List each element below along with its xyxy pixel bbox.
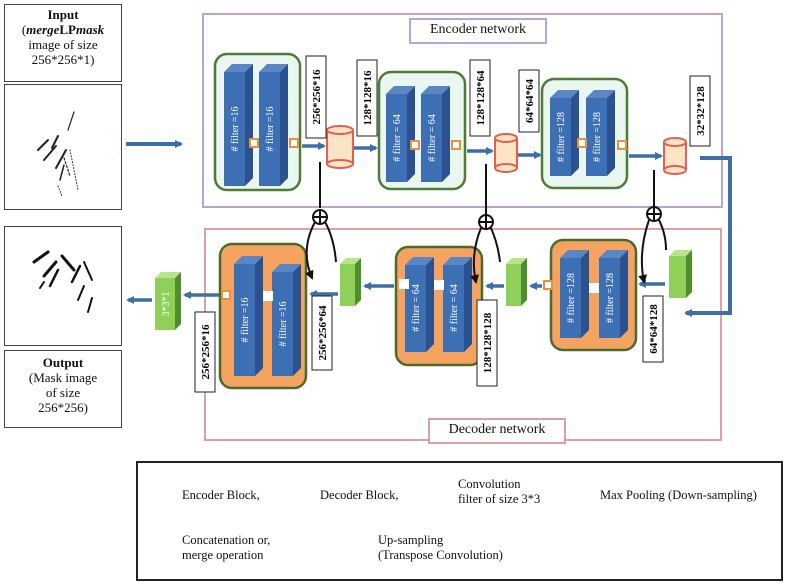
max-pool-3 <box>663 137 687 175</box>
output-line2: (Mask image <box>28 370 98 385</box>
decoder-size-256x256x64: 256*256*64 <box>317 305 329 361</box>
decoder-size-labels: 64*64*128 128*128*128 256*256*64 256*256… <box>194 295 664 393</box>
encoder-3-filter-a: # filter =128 <box>556 112 567 162</box>
encoder-2-filter-a: # filter = 64 <box>392 114 403 162</box>
encoder-block-3: # filter =128 # filter =128 <box>540 77 629 190</box>
decoder-3-filter-b: # filter =16 <box>278 301 289 346</box>
decoder-1-filter-a: # filter =128 <box>566 273 577 323</box>
input-caption: Input (mergeLPmask image of size 256*256… <box>4 4 122 82</box>
encoder-block-2: # filter = 64 # filter = 64 <box>377 70 467 191</box>
legend-maxpool-label: Max Pooling (Down-sampling) <box>600 488 757 502</box>
encoder-size-labels: 256*256*16 128*128*16 128*128*64 64*64*6… <box>305 55 711 147</box>
decoder-2-filter-b: # filter = 64 <box>449 284 460 332</box>
legend-decoder-label: Decoder Block, <box>320 488 399 502</box>
output-line3: of size <box>45 385 81 400</box>
decoder-size-256x256x16: 256*256*16 <box>200 324 212 380</box>
legend-encoder-label: Encoder Block, <box>182 488 260 502</box>
concat-3 <box>638 170 667 284</box>
concat-2 <box>470 164 501 284</box>
input-line4: 256*256*1) <box>31 52 95 67</box>
decoder-arrows <box>126 280 665 304</box>
upsample-3 <box>340 258 361 306</box>
output-image-strokes <box>32 250 93 313</box>
encoder-1-filter-a: # filter =16 <box>230 106 241 151</box>
legend: Encoder Block, Decoder Block, Convolutio… <box>136 461 783 581</box>
encoder-size-32x32x128: 32*32*128 <box>695 86 707 136</box>
final-conv-3x3x1: 3*3*1 <box>155 272 181 330</box>
legend-concat-label: Concatenation or, merge operation <box>182 533 271 562</box>
decoder-network-title: Decoder network <box>428 418 566 444</box>
input-image-strokes <box>37 111 79 197</box>
conv-filter-1a: # filter =16 <box>224 64 253 186</box>
final-layer-label: 3*3*1 <box>161 292 172 317</box>
encoder-size-256x256x16: 256*256*16 <box>311 69 323 125</box>
decoder-block-3: # filter =16 # filter =16 <box>218 242 308 390</box>
encoder-size-128x128x16: 128*128*16 <box>362 70 374 126</box>
max-pool-2 <box>494 133 518 173</box>
output-title: Output <box>42 355 84 370</box>
encoder-arrows <box>302 142 663 160</box>
output-line4: 256*256) <box>38 400 88 415</box>
decoder-size-64x64x128: 64*64*128 <box>648 304 660 354</box>
legend-upsampling-label: Up-sampling (Transpose Convolution) <box>378 533 503 562</box>
decoder-size-128x128x128: 128*128*128 <box>482 312 494 373</box>
encoder-size-128x128x64: 128*128*64 <box>475 70 487 126</box>
max-pool-1 <box>326 125 354 169</box>
input-line2: (mergeLPmask <box>21 22 105 37</box>
encoder-network-title: Encoder network <box>409 18 547 44</box>
decoder-1-filter-b: # filter =128 <box>605 273 616 323</box>
output-image <box>4 226 122 346</box>
bottleneck-connector <box>684 156 732 317</box>
upsample-1 <box>669 250 692 298</box>
input-line3: image of size <box>28 37 98 52</box>
encoder-1-filter-b: # filter =16 <box>265 106 276 151</box>
decoder-block-1: # filter =128 # filter =128 <box>543 238 638 352</box>
encoder-size-64x64x64: 64*64*64 <box>524 79 536 124</box>
upsample-2 <box>506 258 527 306</box>
input-title: Input <box>47 7 79 22</box>
input-image <box>4 84 122 210</box>
legend-convolution-label: Convolution filter of size 3*3 <box>458 477 541 506</box>
decoder-2-filter-a: # filter = 64 <box>411 284 422 332</box>
conv-filter-1b: # filter =16 <box>259 64 288 186</box>
concat-1 <box>305 162 337 280</box>
encoder-block-1: # filter =16 # filter =16 <box>213 52 302 192</box>
encoder-frame <box>202 13 723 208</box>
output-caption: Output (Mask image of size 256*256) <box>4 350 122 428</box>
encoder-2-filter-b: # filter = 64 <box>427 114 438 162</box>
decoder-3-filter-a: # filter =16 <box>240 297 251 342</box>
decoder-block-2: # filter = 64 # filter = 64 <box>394 245 484 367</box>
encoder-3-filter-b: # filter =128 <box>592 112 603 162</box>
